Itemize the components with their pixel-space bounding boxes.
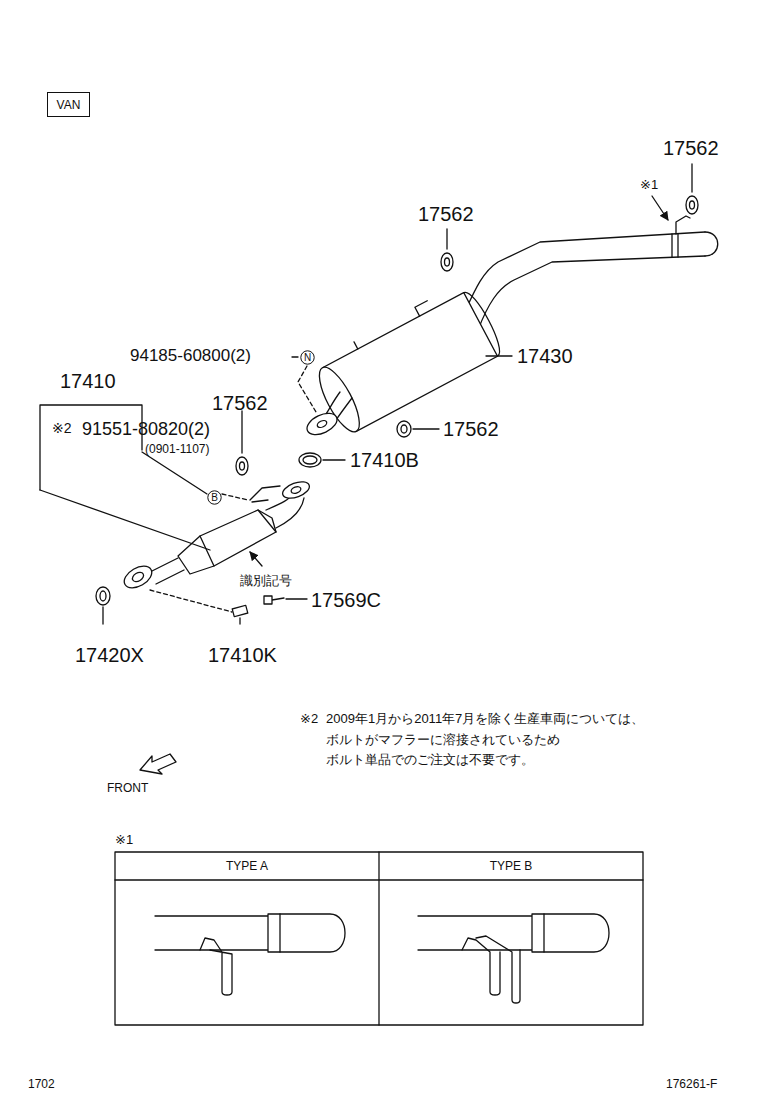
page-number: 1702 bbox=[28, 1078, 55, 1090]
table-header: TYPE A bbox=[226, 860, 268, 872]
node-text: B bbox=[211, 493, 218, 503]
note-text: ボルトがマフラーに溶接されているため bbox=[326, 733, 560, 746]
variant-box: VAN bbox=[47, 92, 90, 117]
part-number: 17562 bbox=[663, 138, 719, 158]
front-label: FRONT bbox=[107, 782, 148, 794]
part-number: 17569C bbox=[311, 590, 381, 610]
part-number: 17562 bbox=[212, 393, 268, 413]
part-number: 17410B bbox=[350, 450, 419, 470]
node-text: N bbox=[304, 353, 311, 363]
note-text: ボルト単品でのご注文は不要です。 bbox=[326, 753, 534, 766]
reference-mark: ※1 bbox=[115, 833, 133, 846]
node-text: VAN bbox=[57, 99, 81, 111]
part-number: 17562 bbox=[418, 204, 474, 224]
part-number: 17430 bbox=[517, 346, 573, 366]
table-header: TYPE B bbox=[490, 860, 533, 872]
part-number: 17562 bbox=[443, 419, 499, 439]
part-number: 91551-80820(2) bbox=[82, 420, 210, 438]
id-mark-note: 識別記号 bbox=[240, 574, 292, 587]
reference-mark: ※2 bbox=[52, 421, 72, 435]
date-range: (0901-1107) bbox=[145, 443, 210, 455]
reference-mark: ※1 bbox=[640, 178, 658, 191]
part-number: 17410 bbox=[60, 371, 116, 391]
reference-mark: ※2 bbox=[300, 712, 318, 725]
part-number: 17410K bbox=[208, 645, 277, 665]
part-number: 94185-60800(2) bbox=[130, 347, 251, 364]
note-text: 2009年1月から2011年7月を除く生産車両については、 bbox=[326, 712, 644, 725]
figure-number: 176261-F bbox=[666, 1078, 717, 1090]
reference-circle: N bbox=[300, 350, 315, 365]
part-number: 17420X bbox=[75, 645, 144, 665]
reference-circle: B bbox=[207, 490, 222, 505]
